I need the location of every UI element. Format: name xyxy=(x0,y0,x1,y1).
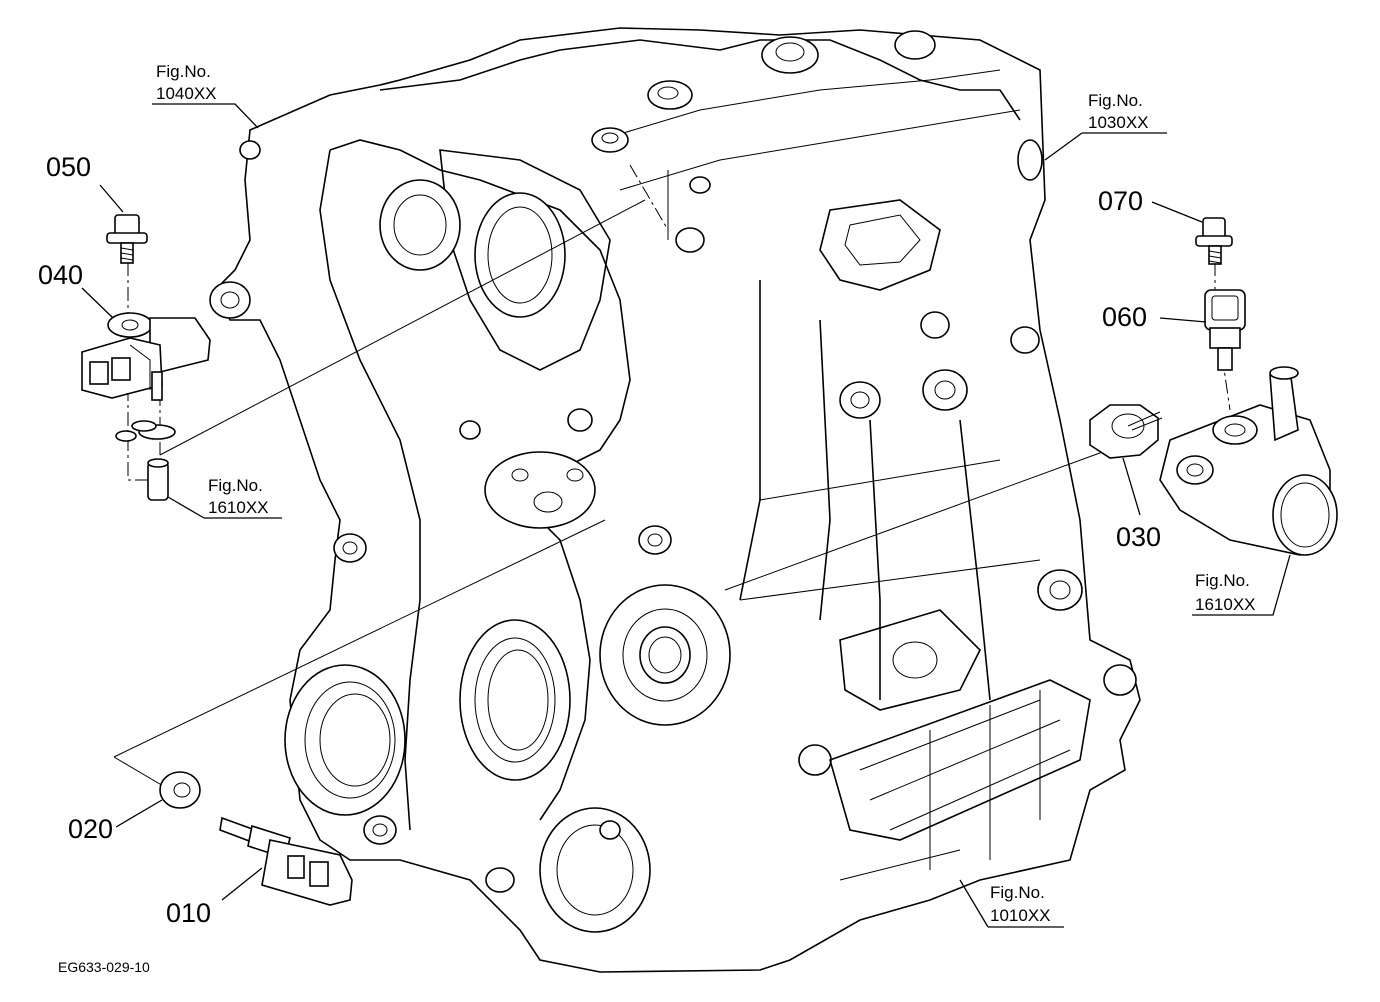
part-030-switch[interactable] xyxy=(1089,404,1163,459)
thermostat-housing xyxy=(1159,366,1338,556)
fig-ref-1610-right-line2: 1610XX xyxy=(1195,595,1256,614)
label-030: 030 xyxy=(1116,522,1161,552)
figure-references: Fig.No. 1040XX Fig.No. 1030XX Fig.No. 16… xyxy=(156,62,1256,925)
fig-ref-1610-left-line2: 1610XX xyxy=(208,498,269,517)
fig-ref-1010-line2: 1010XX xyxy=(990,906,1051,925)
label-010: 010 xyxy=(166,898,211,928)
part-040-sensor[interactable] xyxy=(81,312,211,501)
drawing-code: EG633-029-10 xyxy=(58,959,150,975)
label-020: 020 xyxy=(68,814,113,844)
part-020-washer[interactable] xyxy=(159,771,201,809)
label-040: 040 xyxy=(38,260,83,290)
fig-ref-1030-line1: Fig.No. xyxy=(1088,91,1143,110)
fig-ref-1610-right-line1: Fig.No. xyxy=(1195,571,1250,590)
fig-ref-1040-line2: 1040XX xyxy=(156,84,217,103)
engine-block-drawing xyxy=(209,27,1141,973)
explosion-lines xyxy=(113,164,1231,791)
fig-ref-1610-left-line1: Fig.No. xyxy=(208,476,263,495)
part-labels: 050 040 070 060 030 020 010 xyxy=(38,152,1161,928)
part-050-bolt[interactable] xyxy=(106,214,148,264)
fig-ref-1040-line1: Fig.No. xyxy=(156,62,211,81)
part-070-bolt[interactable] xyxy=(1195,217,1233,265)
label-060: 060 xyxy=(1102,302,1147,332)
leader-lines xyxy=(81,103,1291,928)
label-050: 050 xyxy=(46,152,91,182)
part-010-sensor[interactable] xyxy=(219,816,353,906)
label-070: 070 xyxy=(1098,186,1143,216)
part-060-sender[interactable] xyxy=(1204,289,1246,371)
fig-ref-1030-line2: 1030XX xyxy=(1088,113,1149,132)
fig-ref-1010-line1: Fig.No. xyxy=(990,883,1045,902)
